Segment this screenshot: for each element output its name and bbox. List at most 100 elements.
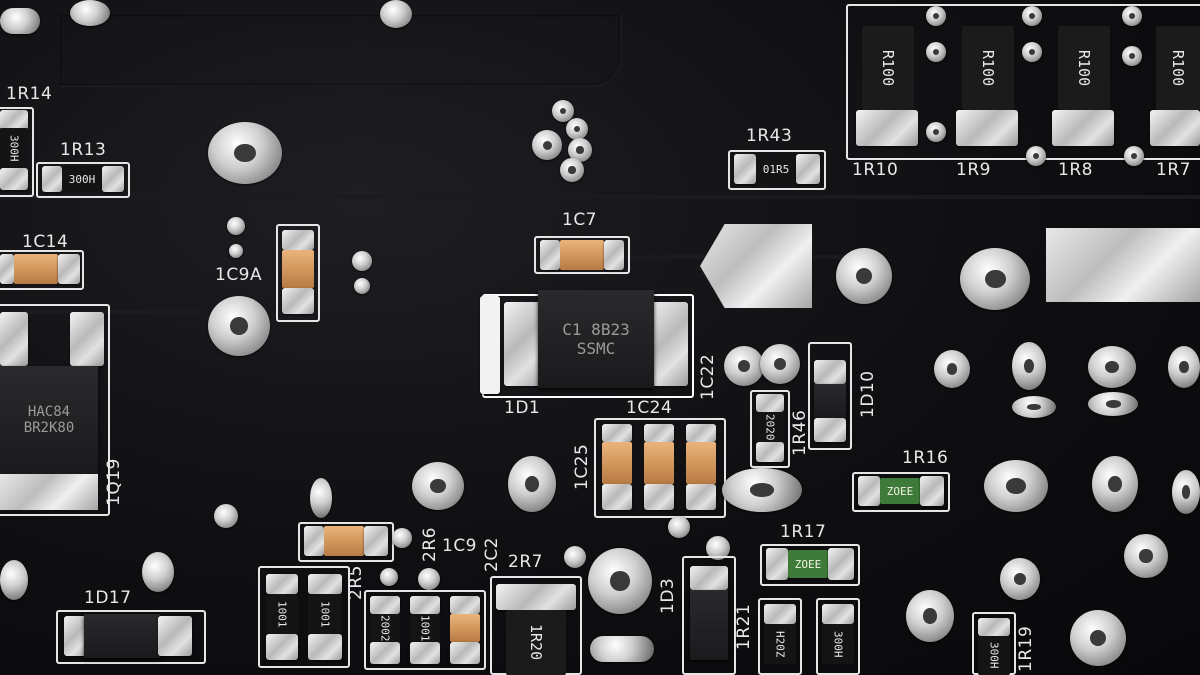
- q19-marking-1: HAC84: [27, 404, 71, 420]
- pad: [304, 526, 324, 556]
- through-hole-pad: [412, 462, 464, 510]
- via: [1124, 146, 1144, 166]
- via: [354, 278, 370, 294]
- through-hole-pad: [1172, 470, 1200, 514]
- pad: [690, 566, 728, 590]
- pad: [410, 596, 440, 614]
- pad: [282, 288, 314, 314]
- pad: [822, 604, 854, 624]
- via: [532, 130, 562, 160]
- pad: [796, 154, 820, 184]
- via: [926, 122, 946, 142]
- via: [1122, 6, 1142, 26]
- outline-1c9a: [276, 224, 320, 322]
- resistor-1r17: ZOEE: [788, 550, 828, 578]
- outline-1d10: [808, 342, 852, 450]
- pad: [158, 616, 192, 656]
- copper-plate: [1046, 228, 1200, 302]
- outline-capacitor-bank: [594, 418, 726, 518]
- via: [0, 8, 40, 34]
- through-hole-pad: [1092, 456, 1138, 512]
- pad: [686, 484, 716, 510]
- outline-1r43: [728, 150, 826, 190]
- pad: [858, 476, 880, 506]
- through-hole-pad: [760, 344, 800, 384]
- via: [926, 6, 946, 26]
- resistor-row-a: 1001: [266, 594, 298, 634]
- capacitor-1c24: [644, 442, 674, 484]
- label-1r21: 1R21: [734, 603, 754, 650]
- pad: [410, 642, 440, 664]
- pad: [70, 312, 104, 366]
- pad: [364, 526, 388, 556]
- via: [392, 528, 412, 548]
- pad: [648, 302, 688, 386]
- outline-resistor-row-2: [364, 590, 486, 670]
- pad: [308, 634, 342, 660]
- mounting-pad: [208, 296, 270, 356]
- label-1d17: 1D17: [84, 588, 132, 608]
- label-2c2: 2C2: [482, 536, 502, 572]
- via: [70, 0, 110, 26]
- outline-1q19: [0, 304, 110, 516]
- mounting-pad: [208, 122, 282, 184]
- label-1c22: 1C22: [698, 353, 718, 400]
- pad: [308, 574, 342, 594]
- pad: [450, 596, 480, 614]
- via: [380, 568, 398, 586]
- label-1d1: 1D1: [504, 398, 541, 418]
- through-hole-pad: [984, 460, 1048, 512]
- diode-1d3: [690, 590, 728, 660]
- via: [926, 42, 946, 62]
- capacitor-1c9a: [282, 250, 314, 288]
- label-2r7: 2R7: [508, 552, 543, 572]
- through-hole-pad: [588, 548, 652, 614]
- trace: [60, 15, 622, 87]
- pad: [920, 476, 944, 506]
- through-hole-pad: [1012, 342, 1046, 390]
- pad: [766, 548, 788, 580]
- resistor-1r8: R100: [1058, 26, 1110, 110]
- pad: [266, 574, 298, 594]
- via: [142, 552, 174, 592]
- label-2r6: 2R6: [420, 527, 440, 562]
- outline-shunt-row: [846, 4, 1200, 160]
- resistor-1r21: H20Z: [764, 624, 796, 664]
- transistor-tab: [0, 474, 98, 510]
- via: [418, 568, 440, 590]
- resistor-1r43: 01R5: [756, 156, 796, 182]
- via: [1026, 146, 1046, 166]
- outline-1c14: [0, 250, 84, 290]
- pad: [0, 254, 14, 284]
- through-hole-pad: [960, 248, 1030, 310]
- label-1c14: 1C14: [22, 232, 69, 252]
- pad: [602, 424, 632, 442]
- pad: [956, 110, 1018, 146]
- outline-1r46: [750, 390, 790, 468]
- pad: [828, 548, 854, 580]
- label-1d3: 1D3: [658, 577, 678, 614]
- pad: [814, 360, 846, 384]
- pad: [0, 110, 28, 130]
- label-1r19: 1R19: [1016, 625, 1036, 672]
- label-1r46: 1R46: [790, 409, 810, 456]
- label-1c24: 1C24: [626, 398, 673, 418]
- pad: [102, 166, 124, 192]
- pad: [540, 240, 560, 270]
- pad: [604, 240, 624, 270]
- transistor-1q19: HAC84 BR2K80: [0, 366, 98, 474]
- via: [564, 546, 586, 568]
- resistor-1r9: R100: [962, 26, 1014, 110]
- capacitor-1c9-small: [450, 614, 480, 642]
- copper-plate: [700, 224, 812, 308]
- resistor-1r13: 300H: [62, 166, 102, 192]
- through-hole-pad: [724, 346, 764, 386]
- pad: [644, 484, 674, 510]
- pad: [856, 110, 918, 146]
- outline-1r13: [36, 162, 130, 198]
- through-hole-pad: [1000, 558, 1040, 600]
- outline-resistor-row: [258, 566, 350, 668]
- resistor-1r7: R100: [1156, 26, 1200, 110]
- outline-1d3: [682, 556, 736, 675]
